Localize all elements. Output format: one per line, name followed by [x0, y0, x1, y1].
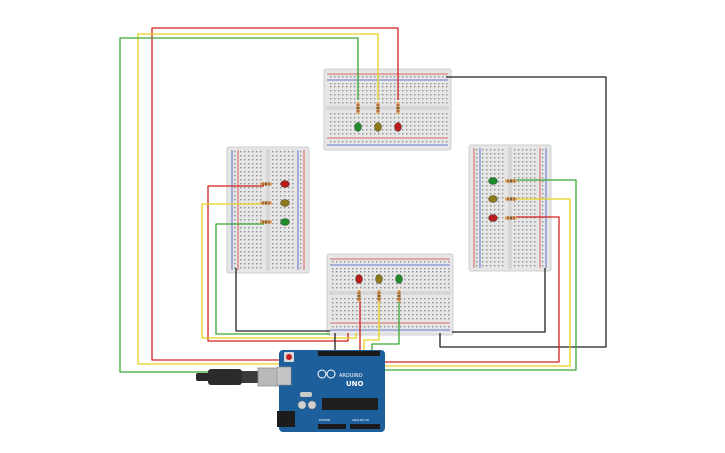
led-bottom-green[interactable]: [395, 274, 403, 284]
breadboard-left-holes: [234, 151, 302, 269]
analog-header[interactable]: [350, 424, 380, 429]
wire-green-bottom[interactable]: [371, 300, 400, 352]
breadboard-bottom-holes: [332, 261, 450, 328]
led-top-yellow[interactable]: [374, 122, 382, 132]
led-left-green[interactable]: [280, 218, 290, 226]
resistor-top-red[interactable]: [396, 102, 400, 114]
led-right-red[interactable]: [488, 214, 498, 222]
led-right-green[interactable]: [488, 177, 498, 185]
power-header-label: POWER: [319, 418, 330, 422]
led-top-green[interactable]: [354, 122, 362, 132]
arduino-brand-label: ARDUINO: [339, 373, 363, 379]
led-left-yellow[interactable]: [280, 199, 290, 207]
resistor-top-green[interactable]: [356, 102, 360, 114]
microcontroller-chip: [322, 398, 378, 410]
components: [260, 102, 517, 302]
arduino-uno-board[interactable]: ARDUINO UNO POWER ANALOG IN: [276, 350, 385, 432]
arduino-model-label: UNO: [346, 380, 364, 388]
wire-yellow-bottom[interactable]: [363, 300, 380, 352]
resistor-right-red[interactable]: [505, 216, 517, 220]
analog-header-label: ANALOG IN: [352, 418, 369, 422]
resistor-left-red[interactable]: [260, 182, 272, 186]
resistor-bottom-yellow[interactable]: [377, 290, 381, 302]
resistor-left-green[interactable]: [260, 220, 272, 224]
wire-black-right[interactable]: [452, 268, 546, 333]
led-bottom-yellow[interactable]: [375, 274, 383, 284]
resistor-bottom-green[interactable]: [397, 290, 401, 302]
breadboard-bottom[interactable]: [326, 253, 454, 336]
breadboard-right-holes: [476, 149, 544, 267]
led-left-red[interactable]: [280, 180, 290, 188]
power-header[interactable]: [318, 424, 346, 429]
wire-yellow-left[interactable]: [201, 203, 357, 339]
led-top-red[interactable]: [394, 122, 402, 132]
wire-red-top[interactable]: [151, 27, 399, 361]
power-jack: [277, 411, 295, 427]
breadboard-top[interactable]: [323, 68, 452, 151]
usb-port: [276, 366, 292, 386]
wire-yellow-top[interactable]: [137, 33, 379, 365]
resistor-right-yellow[interactable]: [505, 197, 517, 201]
digital-header[interactable]: [318, 351, 380, 356]
resistor-bottom-red[interactable]: [357, 290, 361, 302]
resistor-right-green[interactable]: [505, 179, 517, 183]
wire-black-left[interactable]: [235, 268, 330, 332]
led-right-yellow[interactable]: [488, 195, 498, 203]
breadboard-left[interactable]: [226, 146, 310, 274]
wire-green-top[interactable]: [119, 37, 359, 373]
resistor-left-yellow[interactable]: [260, 201, 272, 205]
wire-black-top-right[interactable]: [439, 76, 607, 348]
usb-cable-icon[interactable]: [196, 367, 281, 387]
wire-green-left[interactable]: [215, 223, 330, 335]
breadboard-right[interactable]: [468, 144, 552, 272]
led-bottom-red[interactable]: [355, 274, 363, 284]
resistor-top-yellow[interactable]: [376, 102, 380, 114]
